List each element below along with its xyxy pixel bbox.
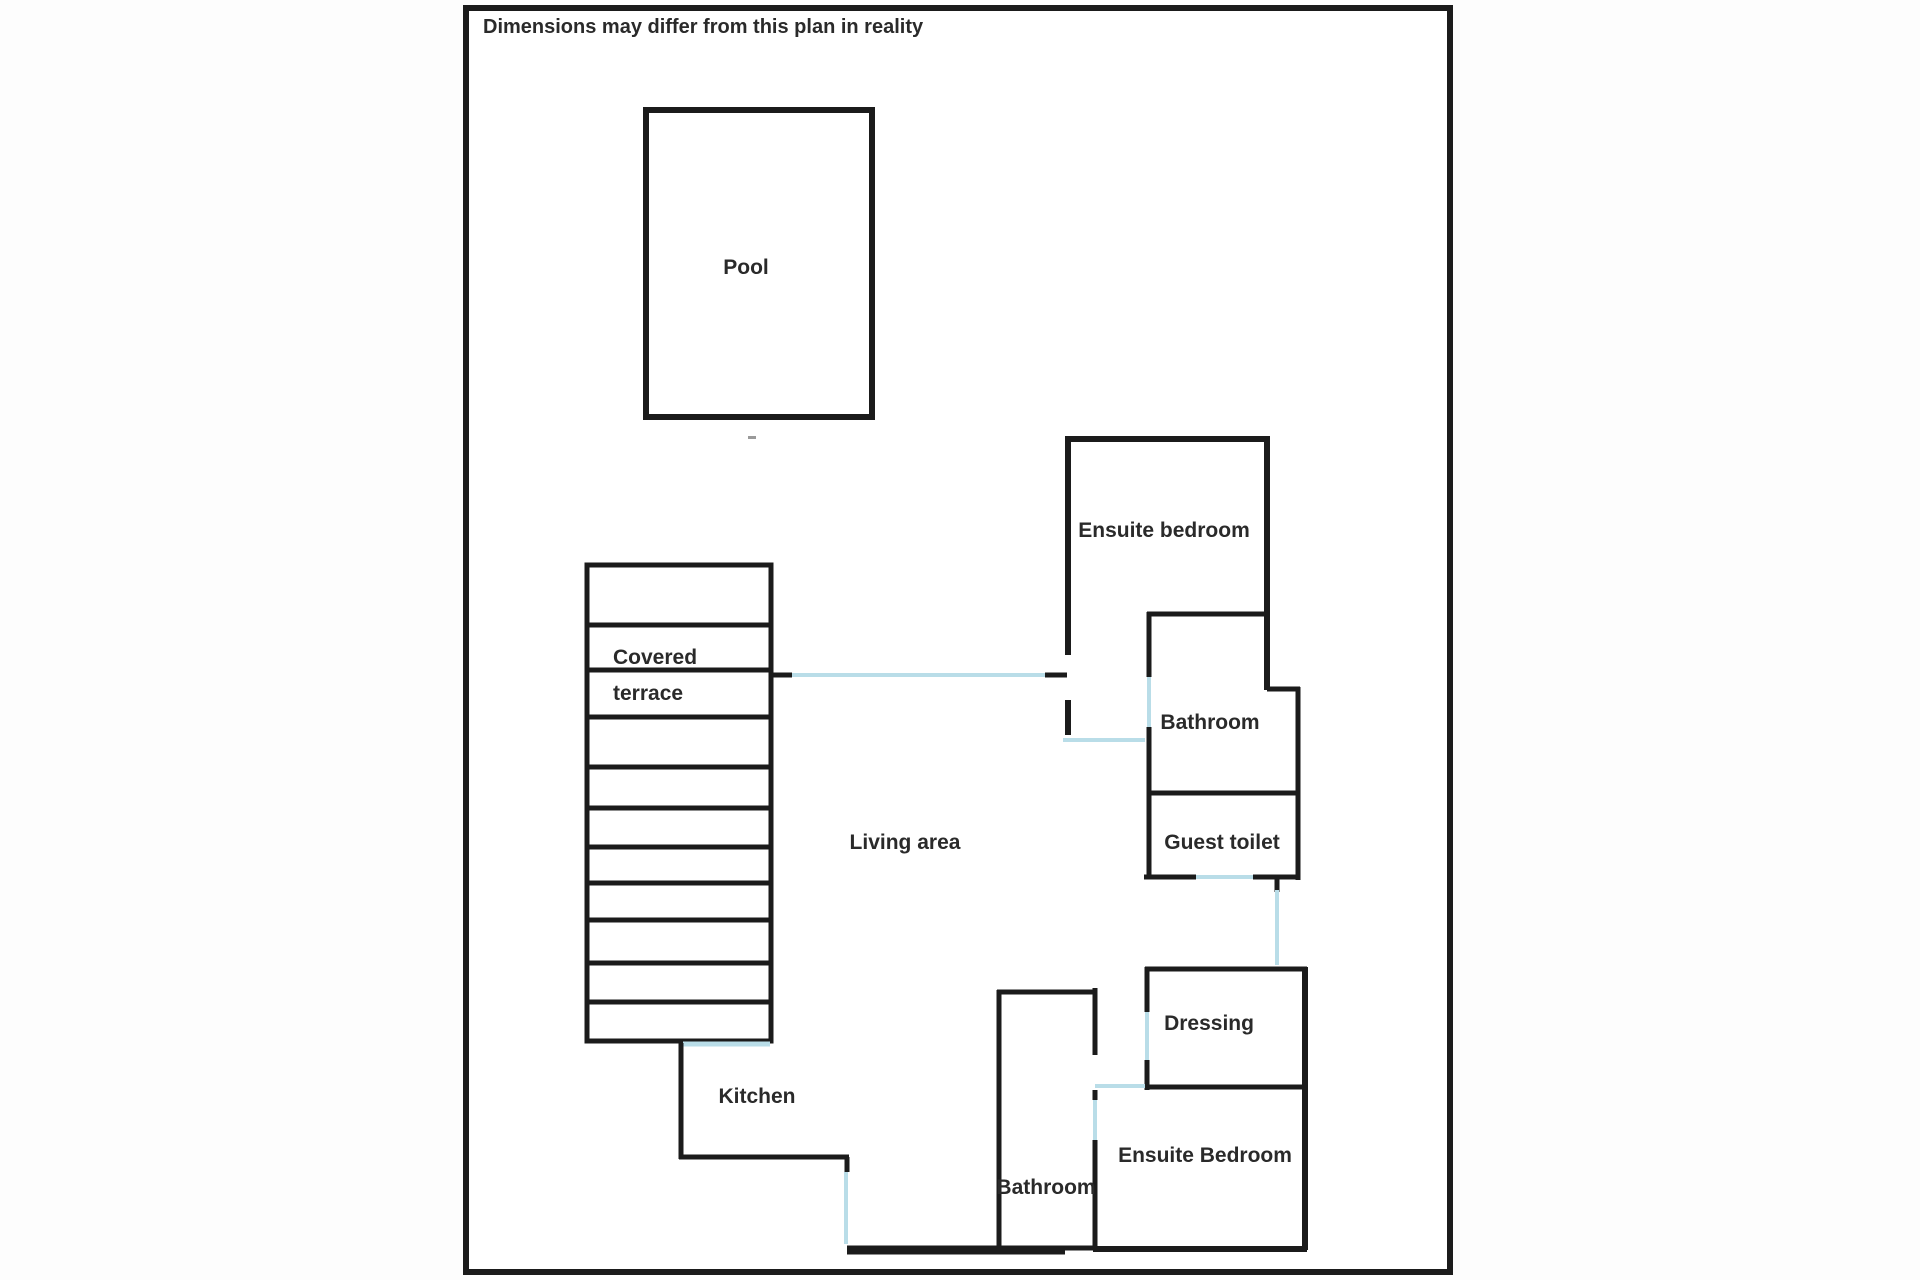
living-area-label: Living area: [850, 831, 961, 854]
plan-sheet: [466, 8, 1450, 1272]
terrace-label-line2: terrace: [613, 682, 683, 705]
bathroom-bottom-label: Bathroom: [996, 1176, 1095, 1199]
disclaimer-text: Dimensions may differ from this plan in …: [483, 16, 924, 38]
terrace-outline: [584, 562, 774, 1044]
pool-outline: [643, 107, 875, 420]
terrace-slats: [585, 622, 773, 1005]
ensuite-bedroom-bottom-label: Ensuite Bedroom: [1118, 1144, 1292, 1167]
guest-toilet-label: Guest toilet: [1164, 831, 1280, 854]
plan-outer-border: [463, 5, 1453, 1275]
ensuite-bedroom-top-walls: [1065, 436, 1270, 735]
kitchen-label: Kitchen: [718, 1085, 795, 1108]
dressing-walls: [1144, 966, 1307, 1090]
guest-toilet-walls: [1144, 793, 1300, 892]
bathroom-bottom-walls: [996, 988, 1098, 1250]
pool-label: Pool: [723, 256, 769, 279]
pool-mark-artifact: [748, 436, 756, 439]
kitchen-walls: [678, 1043, 850, 1172]
bathroom-top-walls: [1146, 611, 1301, 880]
terrace-label-line1: Covered: [613, 646, 697, 669]
dressing-label: Dressing: [1164, 1012, 1254, 1035]
bathroom-top-label: Bathroom: [1160, 711, 1259, 734]
ensuite-bedroom-top-label: Ensuite bedroom: [1078, 519, 1250, 542]
